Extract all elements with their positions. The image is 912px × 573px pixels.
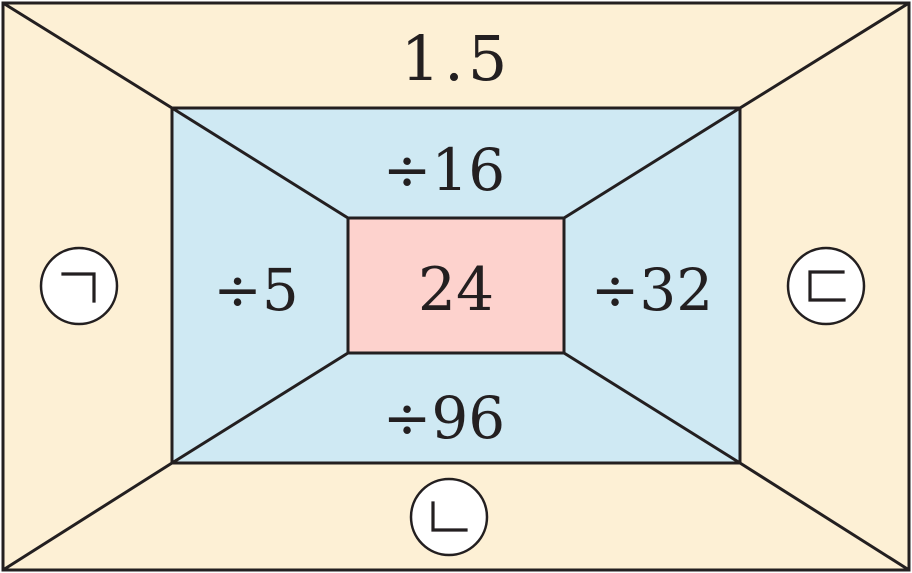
center-box [346,216,566,355]
marker-bottom: ㄴ [409,477,489,557]
marker-bottom-glyph [431,501,468,532]
label-inner-left: ÷5 [213,256,299,324]
marker-right: ㄷ [786,246,866,326]
marker-left-glyph [61,272,96,303]
marker-left: ㄱ [39,246,119,326]
label-inner-bottom: ÷96 [383,384,505,452]
label-inner-top: ÷16 [383,136,505,204]
marker-right-glyph [808,270,846,302]
inner-diagonals [171,106,741,465]
label-top: 1.5 [401,22,512,95]
label-inner-right: ÷32 [591,256,713,324]
label-center: 24 [418,255,494,325]
